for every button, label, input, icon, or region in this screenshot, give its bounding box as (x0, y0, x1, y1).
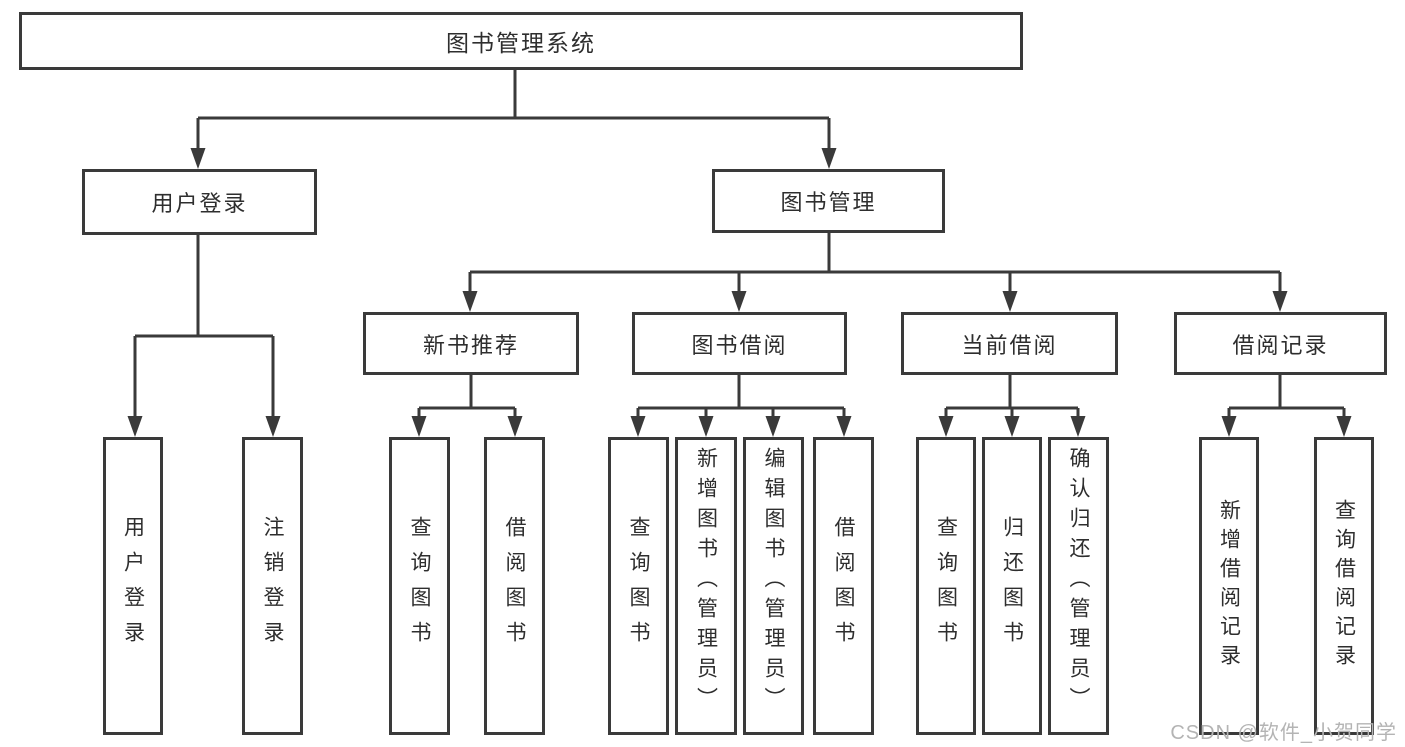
node-new-book-recommendation: 新书推荐 (363, 312, 579, 375)
node-label: 查询借阅记录 (1332, 499, 1356, 673)
arrowhead-down-icon (1272, 291, 1288, 312)
arrowhead-down-icon (821, 148, 837, 169)
arrowhead-down-icon (462, 291, 478, 312)
arrowhead-down-icon (1336, 416, 1352, 437)
arrowhead-down-icon (507, 416, 523, 437)
node-label: 归还图书 (1000, 516, 1024, 656)
node-label: 图书管理 (780, 190, 877, 215)
arrowhead-down-icon (938, 416, 954, 437)
arrowhead-down-icon (698, 416, 714, 437)
node-library-management-system: 图书管理系统 (19, 12, 1023, 70)
node-label: 查询图书 (408, 516, 431, 656)
node-label: 查询图书 (627, 516, 650, 656)
arrowhead-down-icon (411, 416, 427, 437)
arrowhead-down-icon (836, 416, 852, 437)
node-label: 新增图书（管理员） (694, 447, 718, 717)
node-current-borrowing: 当前借阅 (901, 312, 1118, 375)
node-label: 编辑图书（管理员） (762, 447, 785, 717)
node-label: 查询图书 (934, 516, 958, 656)
arrowhead-down-icon (1004, 416, 1020, 437)
arrowhead-down-icon (1070, 416, 1086, 437)
node-label: 借阅图书 (503, 516, 526, 656)
leaf-add-book-admin: 新增图书（管理员） (675, 437, 737, 735)
arrowhead-down-icon (1002, 291, 1018, 312)
csdn-watermark: CSDN @软件_小贺同学 (1170, 722, 1397, 744)
node-label: 新书推荐 (422, 332, 519, 358)
leaf-return-book: 归还图书 (982, 437, 1042, 735)
node-label: 注销登录 (261, 516, 284, 656)
leaf-logout: 注销登录 (242, 437, 303, 735)
node-label: 借阅图书 (832, 516, 855, 656)
node-borrowing-records: 借阅记录 (1174, 312, 1387, 375)
leaf-edit-book-admin: 编辑图书（管理员） (743, 437, 804, 735)
arrowhead-down-icon (731, 291, 747, 312)
node-label: 用户登录 (151, 191, 248, 216)
arrowhead-down-icon (1221, 416, 1237, 437)
leaf-query-borrow-record: 查询借阅记录 (1314, 437, 1374, 735)
arrowhead-down-icon (190, 148, 206, 169)
leaf-add-borrow-record: 新增借阅记录 (1199, 437, 1259, 735)
arrowhead-down-icon (265, 416, 281, 437)
node-label: 图书管理系统 (446, 30, 596, 56)
arrowhead-down-icon (765, 416, 781, 437)
node-label: 图书借阅 (691, 332, 788, 358)
node-book-management: 图书管理 (712, 169, 945, 233)
node-label: 当前借阅 (961, 332, 1058, 358)
leaf-query-books-borrowing: 查询图书 (608, 437, 669, 735)
node-label: 用户登录 (121, 516, 145, 656)
node-book-borrowing: 图书借阅 (632, 312, 847, 375)
node-label: 确认归还（管理员） (1067, 447, 1090, 717)
leaf-user-login: 用户登录 (103, 437, 163, 735)
leaf-confirm-return-admin: 确认归还（管理员） (1048, 437, 1109, 735)
leaf-borrow-books-recommend: 借阅图书 (484, 437, 545, 735)
leaf-borrow-book: 借阅图书 (813, 437, 874, 735)
node-label: 借阅记录 (1232, 332, 1329, 358)
leaf-query-books-current: 查询图书 (916, 437, 976, 735)
arrowhead-down-icon (630, 416, 646, 437)
node-user-login: 用户登录 (82, 169, 317, 235)
arrowhead-down-icon (127, 416, 143, 437)
node-label: 新增借阅记录 (1217, 499, 1241, 673)
leaf-query-books-recommend: 查询图书 (389, 437, 450, 735)
